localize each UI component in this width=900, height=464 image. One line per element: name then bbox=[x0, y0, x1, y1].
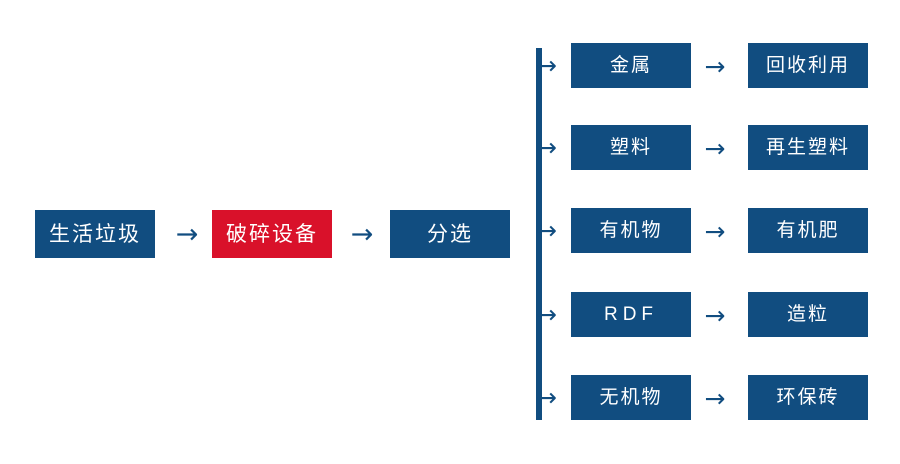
arrow-right-icon-main-2: → bbox=[350, 218, 374, 250]
node-material-plastic[interactable]: 塑料 bbox=[571, 125, 691, 170]
branch-stub-arrow-icon-4: → bbox=[536, 299, 557, 329]
node-sorting[interactable]: 分选 bbox=[390, 210, 510, 258]
arrow-right-icon-branch-3: → bbox=[704, 216, 726, 246]
node-material-metal[interactable]: 金属 bbox=[571, 43, 691, 88]
branch-stub-arrow-icon-2: → bbox=[536, 132, 557, 162]
arrow-right-icon-branch-1: → bbox=[704, 51, 726, 81]
arrow-right-icon-branch-2: → bbox=[704, 133, 726, 163]
node-product-eco-brick[interactable]: 环保砖 bbox=[748, 375, 868, 420]
node-product-granulation[interactable]: 造粒 bbox=[748, 292, 868, 337]
branch-stub-arrow-icon-1: → bbox=[536, 50, 557, 80]
arrow-right-icon-branch-5: → bbox=[704, 383, 726, 413]
distribution-trunk-line bbox=[536, 48, 542, 420]
node-household-waste[interactable]: 生活垃圾 bbox=[35, 210, 155, 258]
branch-stub-arrow-icon-3: → bbox=[536, 215, 557, 245]
node-material-inorganic[interactable]: 无机物 bbox=[571, 375, 691, 420]
node-product-organic-fertilizer[interactable]: 有机肥 bbox=[748, 208, 868, 253]
node-product-recycled-plastic[interactable]: 再生塑料 bbox=[748, 125, 868, 170]
node-shredding-equipment[interactable]: 破碎设备 bbox=[212, 210, 332, 258]
arrow-right-icon-main-1: → bbox=[175, 218, 199, 250]
node-material-rdf[interactable]: RDF bbox=[571, 292, 691, 337]
branch-stub-arrow-icon-5: → bbox=[536, 382, 557, 412]
node-product-recycling[interactable]: 回收利用 bbox=[748, 43, 868, 88]
node-material-organic[interactable]: 有机物 bbox=[571, 208, 691, 253]
arrow-right-icon-branch-4: → bbox=[704, 300, 726, 330]
